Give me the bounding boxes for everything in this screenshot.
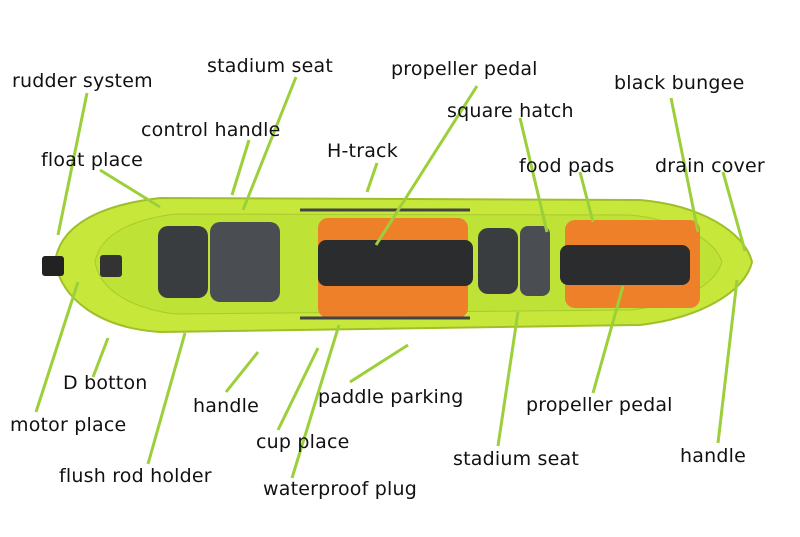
leader-float-place bbox=[99, 168, 161, 209]
leader-handle-bottom-left bbox=[224, 351, 260, 393]
seat-rear-back bbox=[478, 228, 518, 294]
leader-motor-place bbox=[34, 281, 80, 413]
label-propeller-pedal-bottom: propeller pedal bbox=[526, 394, 673, 416]
square-hatch-shape bbox=[100, 255, 122, 277]
leader-d-botton bbox=[91, 337, 110, 378]
leader-black-bungee bbox=[669, 97, 700, 233]
leader-lines bbox=[34, 76, 747, 479]
seat-front-back bbox=[158, 226, 208, 298]
label-rudder-system: rudder system bbox=[12, 70, 153, 92]
pedal-drive-front bbox=[318, 240, 473, 286]
leader-paddle-parking bbox=[349, 343, 409, 384]
label-control-handle: control handle bbox=[141, 119, 281, 141]
label-h-track: H-track bbox=[327, 140, 398, 162]
label-square-hatch: square hatch bbox=[447, 100, 574, 122]
label-food-pads: food pads bbox=[519, 155, 615, 177]
seat-front-cushion bbox=[210, 222, 280, 302]
label-paddle-parking: paddle parking bbox=[318, 386, 464, 408]
seat-rear-cushion bbox=[520, 226, 550, 296]
leader-stadium-seat-top bbox=[241, 76, 298, 211]
label-motor-place: motor place bbox=[10, 414, 127, 436]
label-stadium-seat-top: stadium seat bbox=[207, 55, 334, 77]
label-handle-bottom-left: handle bbox=[193, 395, 259, 417]
leader-square-hatch bbox=[518, 117, 549, 233]
label-black-bungee: black bungee bbox=[614, 72, 745, 94]
label-drain-cover: drain cover bbox=[655, 155, 765, 177]
label-cup-place: cup place bbox=[256, 431, 350, 453]
label-d-botton: D botton bbox=[63, 372, 148, 394]
leader-flush-rod-holder bbox=[146, 332, 187, 465]
label-waterproof-plug: waterproof plug bbox=[263, 478, 418, 500]
leader-stadium-seat-bottom bbox=[496, 311, 520, 447]
leader-control-handle bbox=[230, 139, 251, 196]
leader-propeller-pedal-top bbox=[374, 85, 479, 246]
leader-food-pads bbox=[578, 171, 595, 223]
leader-drain-cover bbox=[721, 171, 747, 252]
label-propeller-pedal-top: propeller pedal bbox=[391, 58, 538, 80]
label-float-place: float place bbox=[41, 149, 144, 171]
leader-handle-bottom-right bbox=[716, 279, 739, 444]
label-handle-bottom-right: handle bbox=[680, 445, 746, 467]
leader-waterproof-plug bbox=[290, 324, 341, 479]
leader-propeller-pedal-bottom bbox=[591, 285, 625, 394]
leader-rudder-system bbox=[56, 92, 89, 236]
label-flush-rod-holder: flush rod holder bbox=[59, 465, 212, 487]
rudder-system bbox=[42, 256, 64, 276]
leader-cup-place bbox=[276, 347, 320, 431]
leader-h-track bbox=[365, 162, 379, 193]
label-stadium-seat-bottom: stadium seat bbox=[453, 448, 580, 470]
pedal-drive-rear bbox=[560, 245, 690, 285]
